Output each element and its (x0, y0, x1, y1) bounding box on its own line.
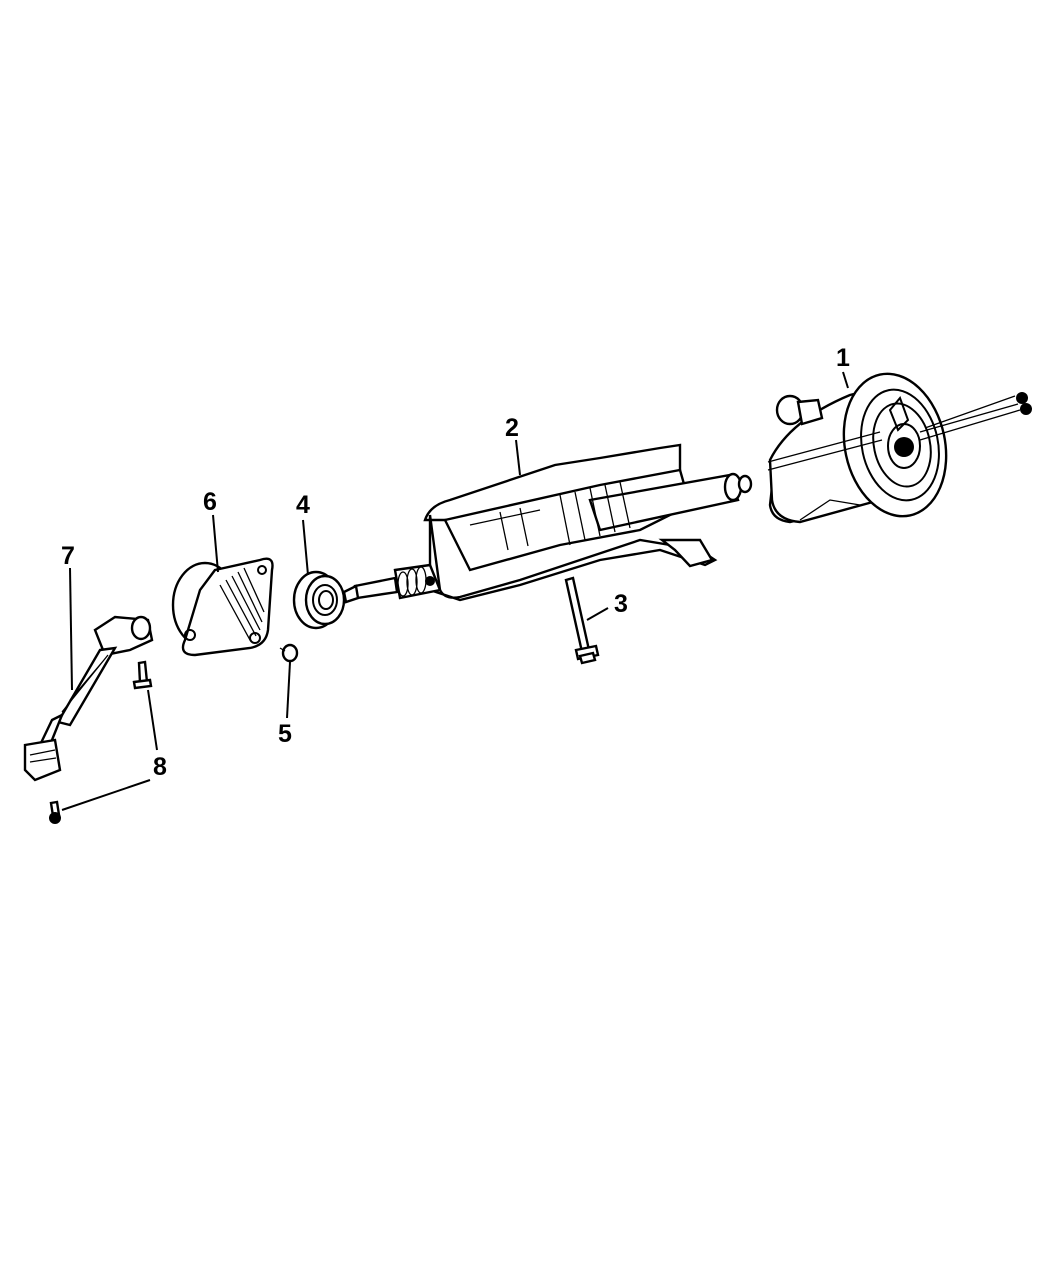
part-7-intermediate-shaft (23, 567, 154, 782)
leader-line-1 (842, 371, 849, 389)
callout-6: 6 (203, 488, 217, 516)
part-8-bolts (49, 660, 158, 824)
part-4-bearing (292, 519, 346, 630)
callout-7: 7 (61, 542, 75, 570)
part-2-steering-column (342, 439, 753, 604)
callout-3: 3 (614, 590, 628, 618)
part-5-nut (279, 643, 299, 719)
part-1-clockspring (767, 372, 1032, 524)
part-3-bolt (564, 576, 609, 665)
callout-5: 5 (278, 720, 292, 748)
callout-8: 8 (153, 753, 167, 781)
part-6-boot-plate (171, 514, 274, 657)
callout-1: 1 (836, 344, 850, 372)
callout-2: 2 (505, 414, 519, 442)
callout-4: 4 (296, 491, 310, 519)
